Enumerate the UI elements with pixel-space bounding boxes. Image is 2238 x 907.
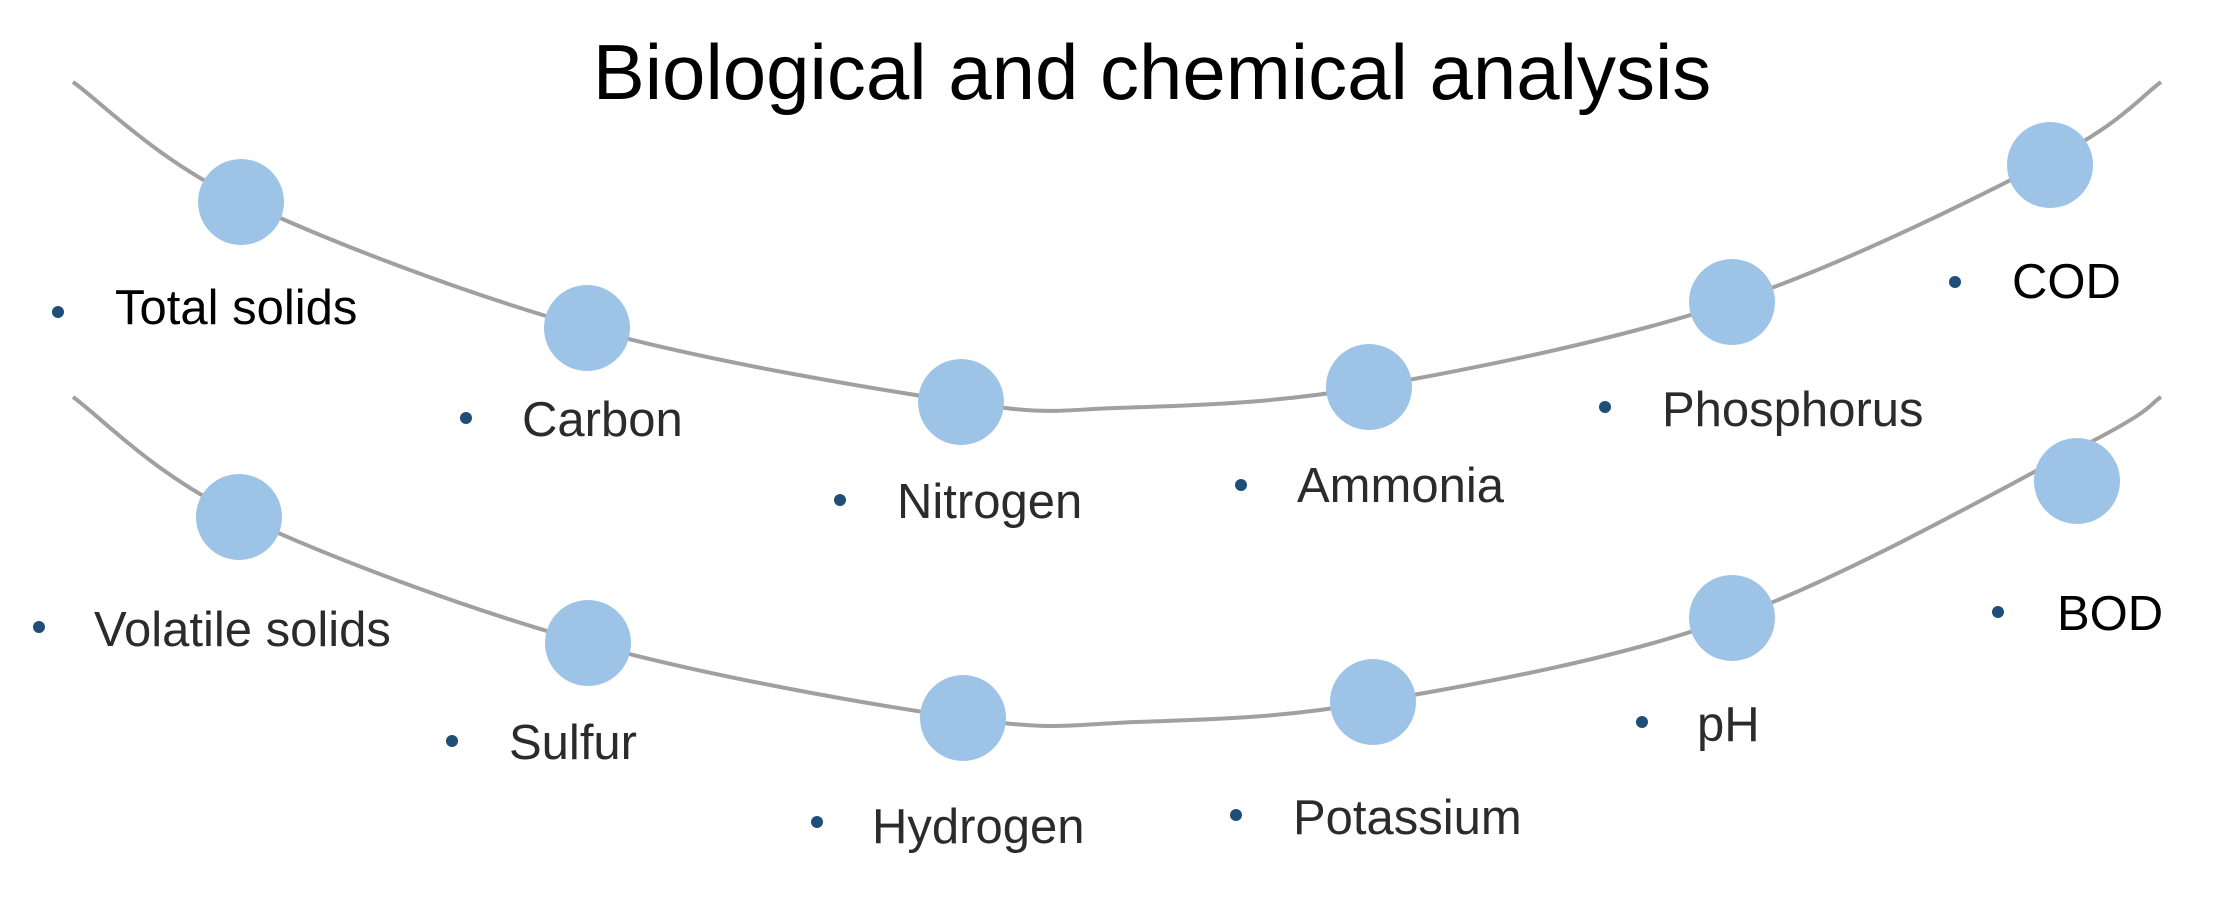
bullet-icon [33,621,45,633]
bullet-icon [1235,479,1247,491]
label-total-solids: Total solids [115,281,358,335]
node-hydrogen [920,675,1006,761]
bullet-icon [460,412,472,424]
top-arc-curve [71,80,2163,413]
node-potassium [1330,659,1416,745]
node-carbon [544,285,630,371]
node-ammonia [1326,344,1412,430]
node-ph [1689,575,1775,661]
label-ph: pH [1697,698,1760,752]
bullet-icon [1636,716,1648,728]
bullet-icon [52,306,64,318]
bottom-arc-curve [71,395,2163,728]
label-carbon: Carbon [522,393,683,447]
bullet-icon [446,735,458,747]
bullet-icon [1992,606,2004,618]
bullet-icon [1949,276,1961,288]
bullet-icon [1599,401,1611,413]
label-cod: COD [2012,255,2121,309]
label-bod: BOD [2057,587,2164,641]
label-phosphorus: Phosphorus [1662,383,1924,437]
label-hydrogen: Hydrogen [872,800,1085,854]
node-total-solids [198,159,284,245]
node-cod [2007,122,2093,208]
label-sulfur: Sulfur [509,716,638,770]
node-nitrogen [918,359,1004,445]
label-nitrogen: Nitrogen [897,475,1083,529]
page-title: Biological and chemical analysis [592,28,1712,116]
bullet-icon [834,494,846,506]
node-bod [2034,438,2120,524]
label-potassium: Potassium [1293,791,1522,845]
bullet-icon [811,816,823,828]
label-ammonia: Ammonia [1297,459,1504,513]
node-phosphorus [1689,259,1775,345]
node-sulfur [545,600,631,686]
label-volatile-solids: Volatile solids [94,603,391,657]
node-volatile-solids [196,474,282,560]
bullet-icon [1230,809,1242,821]
